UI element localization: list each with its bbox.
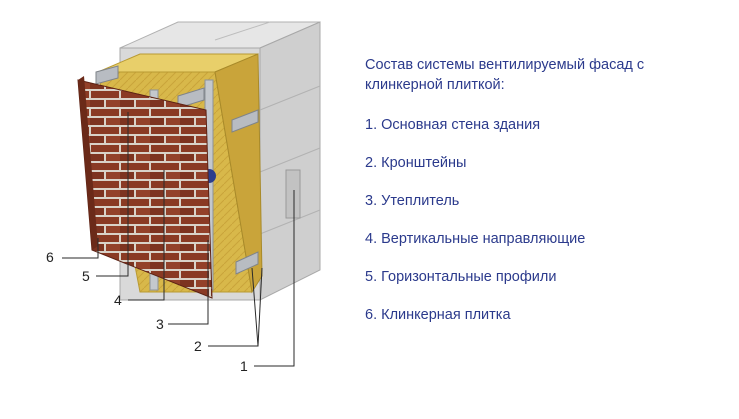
leader-lines bbox=[62, 112, 295, 367]
leader-line-1 bbox=[254, 190, 295, 367]
clinker-tiles bbox=[77, 76, 213, 299]
clinker-tile-face bbox=[77, 79, 213, 299]
callout-number-1: 1 bbox=[240, 358, 248, 374]
callout-number-6: 6 bbox=[46, 249, 54, 265]
callout-number-3: 3 bbox=[156, 316, 164, 332]
leader-line-6 bbox=[62, 238, 99, 259]
legend-title-line-2: клинкерной плиткой: bbox=[365, 77, 505, 93]
legend-title-line-1: Состав системы вентилируемый фасад с bbox=[365, 57, 645, 73]
callout-number-5: 5 bbox=[82, 268, 90, 284]
wall-anchor bbox=[285, 169, 301, 219]
leader-line-4 bbox=[128, 170, 165, 301]
callout-number-2: 2 bbox=[194, 338, 202, 354]
legend-item-brackets: 2. Кронштейны bbox=[365, 155, 467, 171]
legend-title: Состав системы вентилируемый фасад с кли… bbox=[365, 55, 725, 95]
bracket bbox=[235, 251, 259, 275]
bracket bbox=[95, 65, 119, 85]
leader-line-3 bbox=[168, 240, 209, 325]
clinker-tile-edge bbox=[78, 76, 98, 250]
legend-item-vertical-rails: 4. Вертикальные направляющие bbox=[365, 231, 586, 247]
legend-item-insulation: 3. Утеплитель bbox=[365, 193, 460, 209]
bracket bbox=[231, 109, 259, 133]
legend-item-main-wall: 1. Основная стена здания bbox=[365, 117, 541, 133]
leader-line-2b bbox=[257, 267, 263, 347]
callout-number-4: 4 bbox=[114, 292, 122, 308]
legend: Состав системы вентилируемый фасад с кли… bbox=[365, 55, 725, 343]
legend-item-clinker-tiles: 6. Клинкерная плитка bbox=[365, 307, 511, 323]
legend-item-horizontal-profiles: 5. Горизонтальные профили bbox=[365, 269, 557, 285]
main-wall-front bbox=[259, 21, 321, 301]
leader-line-5 bbox=[96, 112, 129, 277]
